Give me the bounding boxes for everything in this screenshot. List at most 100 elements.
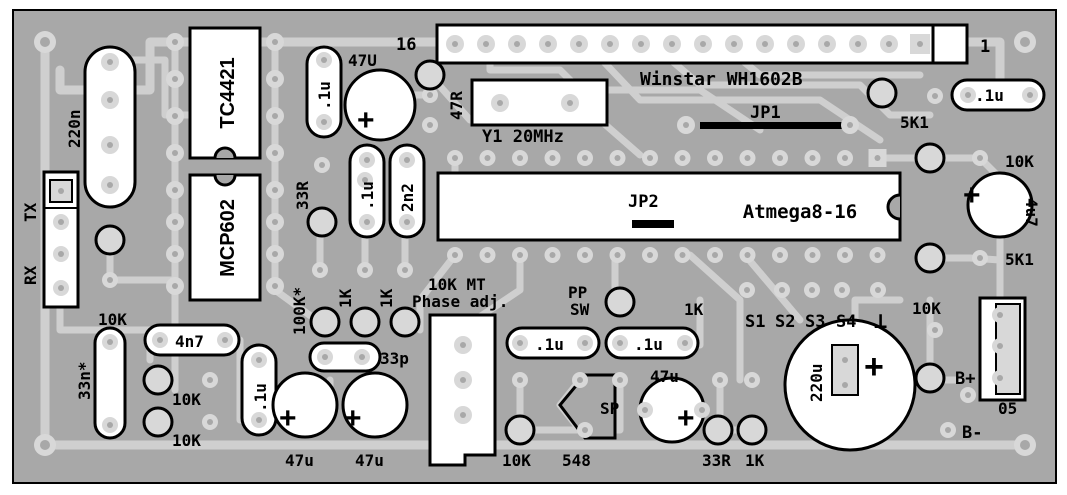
pad-hole xyxy=(647,155,653,161)
pad-hole xyxy=(107,182,113,188)
r100k-label: 100K* xyxy=(290,287,309,335)
sw-label: SW xyxy=(570,300,590,319)
pad-hole xyxy=(272,251,278,257)
pad-hole xyxy=(256,417,262,423)
pad-hole xyxy=(1027,92,1033,98)
pad-hole xyxy=(997,343,1003,349)
pad-hole xyxy=(614,252,621,258)
ic-mcp602: MCP602 xyxy=(188,173,262,302)
atmega-label: Atmega8-16 xyxy=(743,201,857,223)
pp-label: PP xyxy=(568,283,587,302)
pad-hole xyxy=(107,97,113,103)
pad-hole xyxy=(322,354,328,360)
pad-hole xyxy=(699,407,705,413)
pads xyxy=(34,31,1038,456)
r5k1-b-label: 5K1 xyxy=(1005,250,1034,269)
pad-hole xyxy=(484,252,491,258)
pad-hole xyxy=(514,41,520,47)
pad-hole xyxy=(272,150,278,156)
pad-hole xyxy=(362,267,368,273)
c1u-e-label: .1u xyxy=(634,335,663,354)
pad-hole xyxy=(842,382,848,388)
pad-hole xyxy=(517,340,523,346)
pad-hole xyxy=(607,41,613,47)
pad-hole xyxy=(58,251,64,257)
pad-hole xyxy=(172,187,178,193)
pad-hole xyxy=(517,155,523,161)
pad-hole xyxy=(824,41,830,47)
pad-hole xyxy=(997,375,1003,381)
pad-hole xyxy=(917,41,923,47)
c33p-label: 33p xyxy=(380,349,409,368)
pad-hole xyxy=(793,41,799,47)
pad-hole xyxy=(965,92,971,98)
pad-hole xyxy=(497,100,503,106)
svg-text:+: + xyxy=(357,104,375,137)
l05-label: 05 xyxy=(998,399,1017,418)
pad-hole xyxy=(484,155,491,161)
bminus-label: B- xyxy=(962,423,982,443)
jp2-label: JP2 xyxy=(628,192,659,212)
c47u-top-label: 47U xyxy=(348,51,377,70)
pad-hole xyxy=(647,252,653,258)
trimmer-outline xyxy=(428,313,497,467)
pad-hole xyxy=(402,267,408,273)
jp1-label: JP1 xyxy=(750,103,781,123)
pad-hole xyxy=(107,339,113,345)
pad-hole xyxy=(107,59,113,65)
r1k-b-label: 1K xyxy=(377,288,396,308)
pad-hole xyxy=(638,41,644,47)
pad-hole xyxy=(567,100,573,106)
r10k-d-label: 10K xyxy=(1005,152,1034,171)
pad-hole xyxy=(749,377,755,383)
pad-hole xyxy=(362,177,368,183)
l548-label: 548 xyxy=(562,451,591,470)
svg-text:+: + xyxy=(344,402,362,435)
pad-hole xyxy=(107,142,113,148)
pad-hole xyxy=(875,287,881,293)
r10k-b-label: 10K xyxy=(172,431,201,450)
pad-hole xyxy=(712,155,718,161)
pad-hole xyxy=(107,422,113,428)
pad-hole xyxy=(157,337,163,343)
pad-hole xyxy=(321,57,327,63)
tx-label: TX xyxy=(21,202,40,222)
pad-hole xyxy=(319,162,325,168)
ic-tc4421: TC4421 xyxy=(188,26,262,160)
pad-hole xyxy=(779,287,785,293)
pad-hole xyxy=(679,155,686,161)
r10k-e-label: 10K xyxy=(912,299,941,318)
pad-hole xyxy=(582,340,588,346)
pad-hole xyxy=(452,252,458,258)
pad-hole xyxy=(404,219,410,225)
pad-hole xyxy=(549,252,556,258)
pad-hole xyxy=(617,340,623,346)
pad-hole xyxy=(874,155,881,161)
pad-hole xyxy=(965,392,971,398)
pad-hole xyxy=(452,155,458,161)
pad-hole xyxy=(842,357,848,363)
pad-hole xyxy=(272,113,278,119)
pad-hole xyxy=(977,155,983,161)
pad-hole xyxy=(614,155,621,161)
pad-hole xyxy=(58,285,64,291)
r33-top-label: 33R xyxy=(293,181,312,210)
pad-hole xyxy=(427,92,433,98)
pad-hole xyxy=(222,337,228,343)
lcd-pin1-label: 1 xyxy=(980,37,990,57)
pad-hole xyxy=(517,252,523,258)
pad-hole xyxy=(842,252,848,258)
cap-220n-body xyxy=(83,45,137,209)
pad-hole xyxy=(172,39,178,45)
r10k-c-label: 10K xyxy=(502,451,531,470)
silkscreen-labels: Winstar WH1602B 16 1 Y1 20MHz JP1 JP2 22… xyxy=(21,35,1041,470)
pad-hole xyxy=(582,155,588,161)
pad-hole xyxy=(809,252,816,258)
gnd-label: ⊥ xyxy=(874,309,887,334)
r33-bot-label: 33R xyxy=(702,451,731,470)
sp-label: SP xyxy=(600,399,619,418)
r47-label: 47R xyxy=(447,91,466,120)
pad-hole xyxy=(272,76,278,82)
pad-hole xyxy=(404,157,410,163)
pad-hole xyxy=(452,41,458,47)
